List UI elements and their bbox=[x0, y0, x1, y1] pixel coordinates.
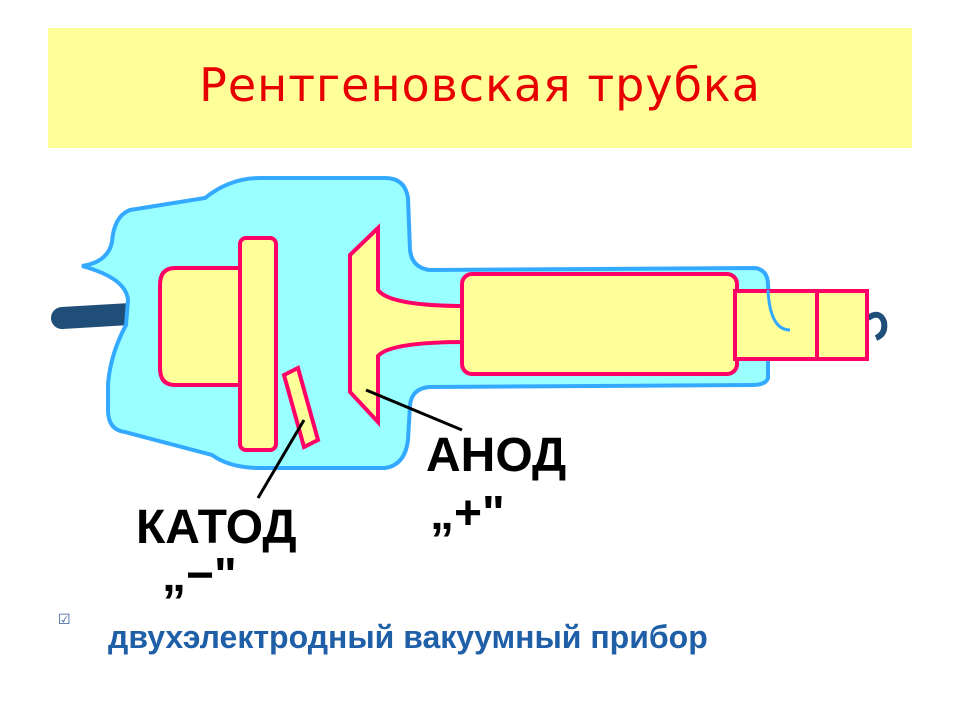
anode-cable bbox=[866, 311, 888, 341]
cathode-sign: „−" bbox=[162, 549, 237, 602]
cathode-label: КАТОД bbox=[136, 501, 297, 554]
cathode-filament bbox=[281, 365, 321, 450]
cathode-pointer bbox=[256, 419, 306, 499]
caption-text: двухэлектродный вакуумный прибор bbox=[108, 619, 708, 655]
cathode-cup bbox=[158, 266, 247, 387]
anode-label: АНОД bbox=[426, 429, 567, 482]
page-title: Рентгеновская трубка bbox=[199, 58, 761, 112]
anode-pointer bbox=[365, 388, 463, 432]
title-band: Рентгеновская трубка bbox=[48, 28, 912, 148]
cathode-plate bbox=[238, 236, 278, 452]
anode-connector-left bbox=[733, 289, 819, 361]
glass-seam bbox=[766, 289, 791, 332]
anode-sign: „+" bbox=[430, 487, 505, 540]
checkbox-icon: ☑ bbox=[58, 612, 71, 628]
anode-body bbox=[460, 272, 739, 376]
anode-connector-right bbox=[815, 289, 869, 361]
